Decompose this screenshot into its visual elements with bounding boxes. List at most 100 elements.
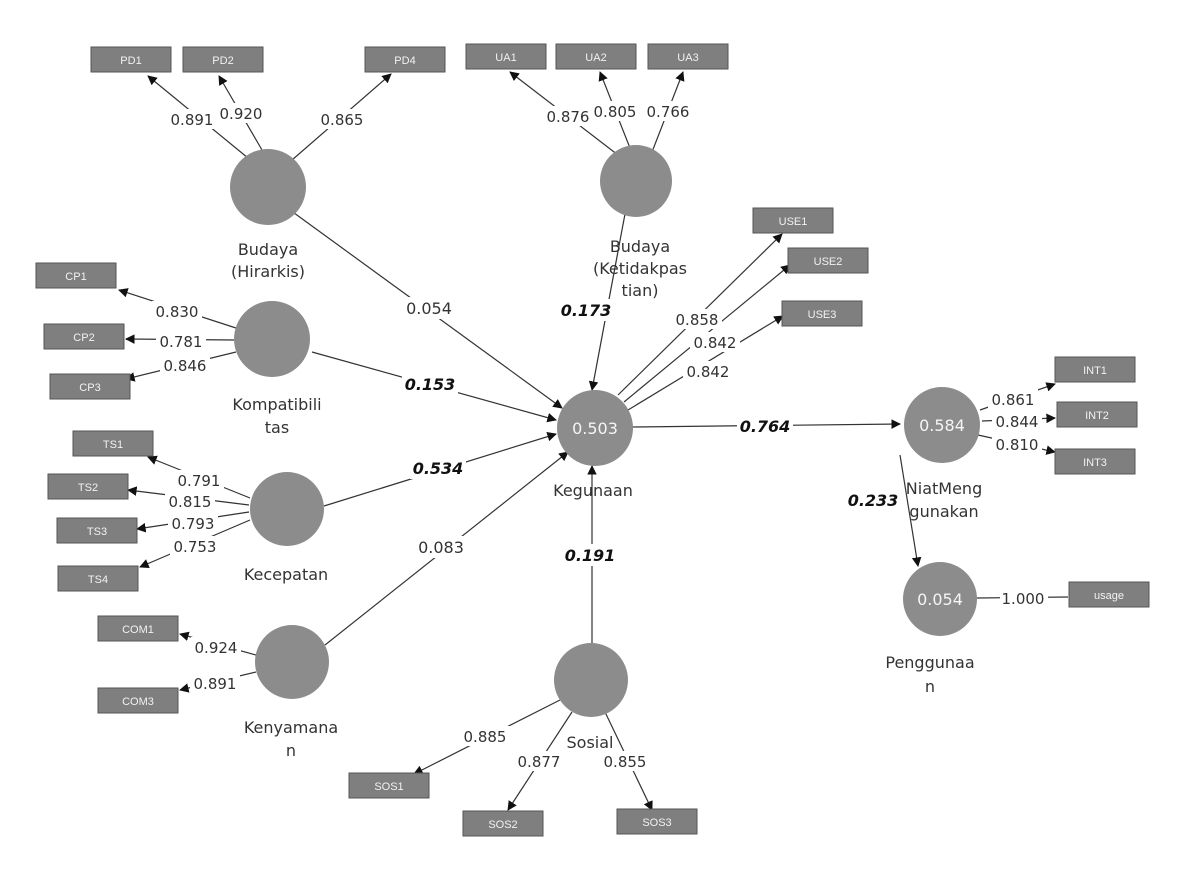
svg-text:INT1: INT1 bbox=[1083, 365, 1107, 377]
loading-label-pd2: 0.920 bbox=[216, 103, 266, 123]
svg-text:0.534: 0.534 bbox=[413, 459, 464, 478]
indicator-ts4: TS4 bbox=[57, 565, 139, 592]
svg-text:Budaya: Budaya bbox=[238, 240, 298, 259]
indicator-sos3: SOS3 bbox=[616, 808, 698, 835]
indicator-pd4: PD4 bbox=[364, 46, 446, 73]
loading-label-ua3: 0.766 bbox=[643, 101, 693, 121]
svg-text:0.920: 0.920 bbox=[220, 105, 263, 123]
indicator-cp1: CP1 bbox=[35, 262, 117, 289]
svg-text:CP1: CP1 bbox=[65, 271, 86, 283]
svg-text:TS3: TS3 bbox=[87, 526, 107, 538]
loading-label-sos1: 0.885 bbox=[460, 726, 510, 746]
svg-text:0.855: 0.855 bbox=[604, 753, 647, 771]
svg-text:0.793: 0.793 bbox=[172, 515, 215, 533]
svg-text:USE2: USE2 bbox=[814, 256, 843, 268]
loading-label-use1: 0.858 bbox=[672, 309, 722, 329]
svg-text:0.083: 0.083 bbox=[418, 538, 464, 557]
svg-text:gunakan: gunakan bbox=[909, 502, 978, 521]
construct-kenyamanan: Kenyamana n bbox=[244, 625, 338, 760]
svg-text:0.861: 0.861 bbox=[992, 391, 1035, 409]
svg-text:Sosial: Sosial bbox=[567, 733, 614, 752]
loading-label-cp1: 0.830 bbox=[152, 301, 202, 321]
loading-label-int1: 0.861 bbox=[988, 389, 1038, 409]
loading-label-ua1: 0.876 bbox=[543, 106, 593, 126]
svg-text:UA1: UA1 bbox=[495, 52, 516, 64]
construct-kompatibilitas: Kompatibili tas bbox=[232, 301, 322, 437]
indicator-ts3: TS3 bbox=[56, 517, 138, 544]
indicator-pd1: PD1 bbox=[90, 46, 172, 73]
construct-sosial: Sosial bbox=[554, 643, 628, 752]
indicator-int2: INT2 bbox=[1056, 401, 1138, 428]
loading-label-pd4: 0.865 bbox=[317, 109, 367, 129]
svg-text:0.766: 0.766 bbox=[647, 103, 690, 121]
indicator-use2: USE2 bbox=[787, 247, 869, 274]
svg-text:TS2: TS2 bbox=[78, 482, 98, 494]
svg-text:PD1: PD1 bbox=[120, 55, 141, 67]
indicator-ua3: UA3 bbox=[647, 43, 729, 70]
svg-text:USE1: USE1 bbox=[779, 216, 808, 228]
loading-label-com3: 0.891 bbox=[190, 673, 240, 693]
loading-label-sos2: 0.877 bbox=[514, 751, 564, 771]
construct-penggunaan: 0.054 Penggunaa n bbox=[885, 562, 977, 696]
loading-label-use2: 0.842 bbox=[690, 332, 740, 352]
indicator-com1: COM1 bbox=[97, 615, 179, 642]
svg-text:Penggunaa: Penggunaa bbox=[885, 653, 974, 672]
loading-label-ts2: 0.815 bbox=[165, 491, 215, 511]
indicator-sos1: SOS1 bbox=[348, 772, 430, 799]
svg-text:0.885: 0.885 bbox=[464, 728, 507, 746]
loading-label-int3: 0.810 bbox=[992, 434, 1042, 454]
svg-text:0.830: 0.830 bbox=[156, 303, 199, 321]
svg-text:COM1: COM1 bbox=[122, 624, 154, 636]
indicator-int3: INT3 bbox=[1054, 448, 1136, 475]
svg-text:0.233: 0.233 bbox=[848, 491, 899, 510]
svg-text:TS4: TS4 bbox=[88, 574, 108, 586]
svg-text:NiatMeng: NiatMeng bbox=[906, 479, 982, 498]
svg-text:Kompatibili: Kompatibili bbox=[232, 395, 321, 414]
construct-budaya-hirarkis: Budaya (Hirarkis) bbox=[230, 149, 306, 281]
svg-text:0.815: 0.815 bbox=[169, 493, 212, 511]
loading-label-pd1: 0.891 bbox=[167, 109, 217, 129]
svg-text:COM3: COM3 bbox=[122, 696, 154, 708]
svg-text:PD2: PD2 bbox=[212, 55, 233, 67]
indicator-pd2: PD2 bbox=[182, 46, 264, 73]
construct-kegunaan: 0.503 Kegunaan bbox=[553, 390, 633, 500]
path-label-kenyamanan-kegunaan: 0.083 bbox=[414, 536, 468, 558]
svg-text:tian): tian) bbox=[622, 281, 659, 300]
svg-text:0.865: 0.865 bbox=[321, 111, 364, 129]
svg-text:n: n bbox=[286, 741, 296, 760]
path-label-kegunaan-niat: 0.764 bbox=[737, 415, 793, 437]
loading-label-int2: 0.844 bbox=[992, 411, 1042, 431]
svg-text:0.842: 0.842 bbox=[687, 363, 730, 381]
svg-text:0.810: 0.810 bbox=[996, 436, 1039, 454]
svg-text:Budaya: Budaya bbox=[610, 237, 670, 256]
path-label-kompat-kegunaan: 0.153 bbox=[402, 373, 458, 395]
svg-text:0.753: 0.753 bbox=[174, 538, 217, 556]
loading-label-ts1: 0.791 bbox=[174, 470, 224, 490]
indicator-use3: USE3 bbox=[781, 300, 863, 327]
construct-niat-menggunakan: 0.584 NiatMeng gunakan bbox=[904, 387, 982, 521]
construct-kecepatan: Kecepatan bbox=[244, 472, 328, 584]
svg-text:0.924: 0.924 bbox=[195, 639, 238, 657]
path-label-kecepatan-kegunaan: 0.534 bbox=[410, 457, 466, 479]
loading-label-usage: 1.000 bbox=[1000, 589, 1048, 609]
loading-label-com1: 0.924 bbox=[191, 637, 241, 657]
loading-label-cp3: 0.846 bbox=[160, 355, 210, 375]
svg-text:0.842: 0.842 bbox=[694, 334, 737, 352]
svg-text:UA2: UA2 bbox=[585, 52, 606, 64]
svg-text:0.191: 0.191 bbox=[565, 546, 616, 565]
svg-text:0.891: 0.891 bbox=[171, 111, 214, 129]
svg-text:CP2: CP2 bbox=[73, 332, 94, 344]
svg-text:0.791: 0.791 bbox=[178, 472, 221, 490]
svg-text:0.846: 0.846 bbox=[164, 357, 207, 375]
svg-text:USE3: USE3 bbox=[808, 309, 837, 321]
indicator-usage: usage bbox=[1068, 581, 1150, 608]
path-niat-penggunaan bbox=[899, 454, 922, 567]
indicator-use1: USE1 bbox=[752, 207, 834, 234]
svg-text:Kegunaan: Kegunaan bbox=[553, 481, 633, 500]
indicator-com3: COM3 bbox=[97, 687, 179, 714]
svg-text:0.891: 0.891 bbox=[194, 675, 237, 693]
path-label-niat-penggunaan: 0.233 bbox=[845, 489, 901, 511]
svg-text:0.584: 0.584 bbox=[919, 416, 965, 435]
svg-text:Kecepatan: Kecepatan bbox=[244, 565, 328, 584]
